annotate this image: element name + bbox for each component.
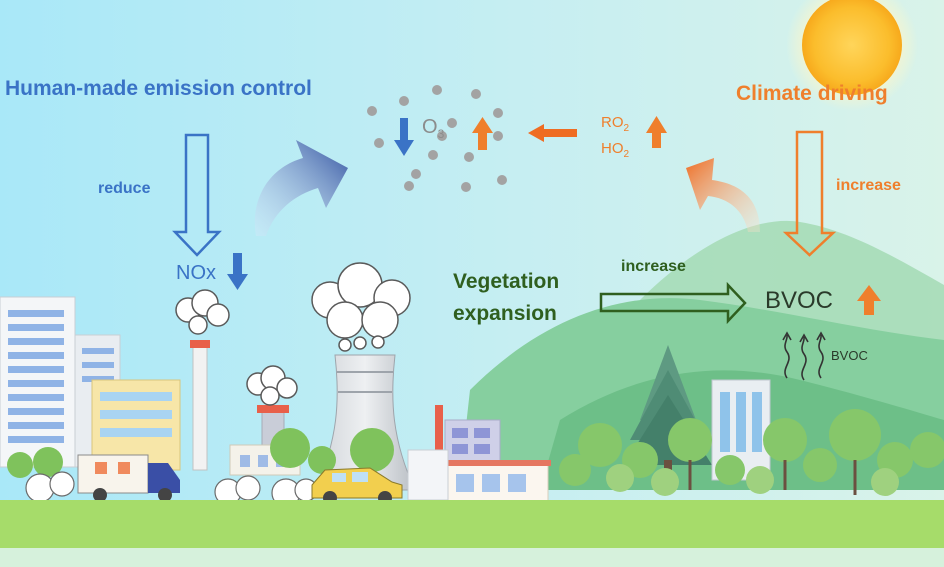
factory-building — [435, 405, 551, 503]
small-factory — [229, 405, 301, 476]
chimney-stack — [190, 340, 210, 471]
warehouse — [407, 449, 449, 501]
trees — [7, 409, 944, 496]
vegetation-hollow-arrow — [599, 281, 747, 325]
ozone-particles — [367, 85, 507, 192]
vegetation-expansion-line2: expansion — [453, 302, 557, 325]
smoke-clouds — [175, 262, 411, 406]
blue-curved-arrow — [254, 140, 348, 236]
reduce-label: reduce — [98, 180, 151, 197]
vegetation-increase-label: increase — [621, 258, 686, 275]
ho2-label: HO2 — [601, 140, 629, 160]
ozone-base: O — [422, 116, 438, 138]
bvoc-emission-waves — [782, 331, 826, 381]
bvoc-small-label: BVOC — [831, 348, 868, 363]
vegetation-expansion-line1: Vegetation — [453, 270, 560, 293]
human-emission-control-title: Human-made emission control — [5, 77, 312, 100]
radical-to-ozone-arrow — [528, 124, 577, 142]
climate-driving-title: Climate driving — [736, 82, 888, 105]
nox-label: NOx — [176, 262, 216, 284]
ro2-subscript: 2 — [623, 123, 630, 134]
delivery-truck-icon — [77, 454, 180, 502]
ho2-subscript: 2 — [623, 149, 630, 160]
bvoc-up-arrow — [857, 285, 881, 315]
radical-up-arrow — [646, 116, 667, 148]
reduce-hollow-arrow — [172, 133, 222, 257]
orange-curved-arrow — [686, 158, 760, 232]
ozone-label: O3 — [422, 116, 444, 141]
bvoc-label: BVOC — [765, 287, 834, 314]
climate-increase-label: increase — [836, 177, 901, 194]
ground-band — [0, 548, 944, 567]
sun-icon — [786, 0, 918, 111]
ro2-base: RO — [601, 114, 624, 131]
ozone-up-arrow — [472, 117, 493, 150]
ozone-subscript: 3 — [437, 127, 445, 141]
ho2-base: HO — [601, 140, 624, 157]
ro2-label: RO2 — [601, 114, 629, 134]
nox-down-arrow — [227, 253, 248, 290]
ground — [0, 500, 944, 548]
climate-hollow-arrow — [782, 130, 837, 257]
ground-smoke — [25, 471, 318, 508]
ozone-down-arrow — [394, 118, 414, 156]
